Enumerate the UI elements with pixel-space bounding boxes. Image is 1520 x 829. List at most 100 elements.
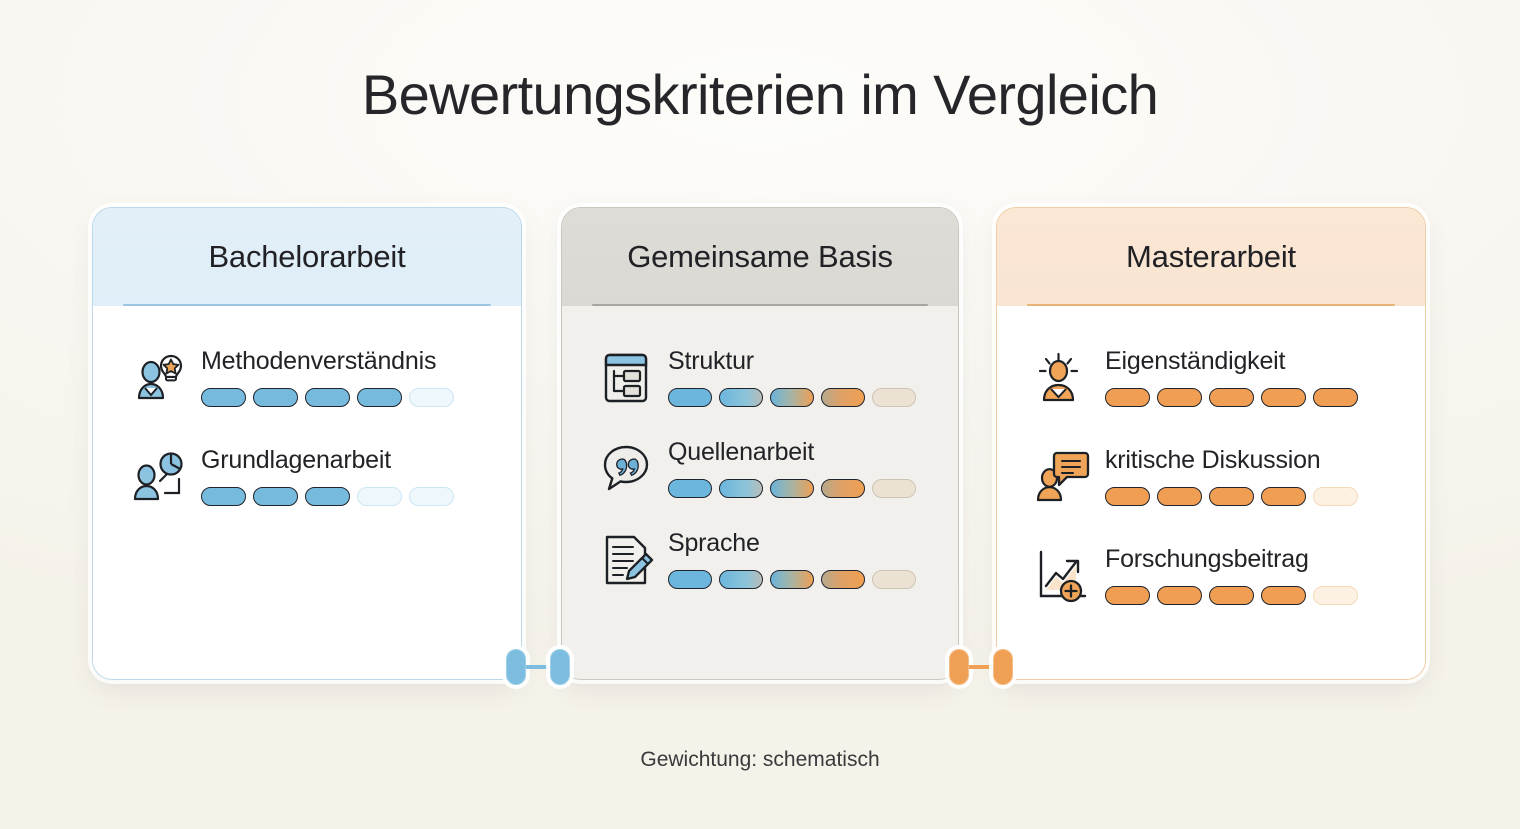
rating-pill xyxy=(821,388,865,407)
rating-pill xyxy=(770,479,814,498)
rating-pill xyxy=(357,388,402,407)
criterion-sprache[interactable]: Sprache xyxy=(562,526,958,589)
criterion-grundlagenarbeit[interactable]: Grundlagenarbeit xyxy=(93,443,521,506)
connector-node xyxy=(506,649,526,685)
rating-pill xyxy=(1209,487,1254,506)
criterion-content: Forschungsbeitrag xyxy=(1091,542,1358,605)
rating-pill-empty xyxy=(409,487,454,506)
document-layout-icon xyxy=(598,350,654,406)
connector-bar xyxy=(969,665,993,669)
footer-note: Gewichtung: schematisch xyxy=(640,748,880,771)
card-title-masterarbeit: Masterarbeit xyxy=(1126,239,1296,274)
rating-pill xyxy=(305,487,350,506)
criterion-label: Quellenarbeit xyxy=(668,438,815,466)
criterion-content: kritische Diskussion xyxy=(1091,443,1358,506)
criterion-quellenarbeit[interactable]: Quellenarbeit xyxy=(562,435,958,498)
rating-pill-empty xyxy=(872,479,916,498)
rating-pills-eigenstaendigkeit xyxy=(1105,388,1358,407)
rating-pills-quellenarbeit xyxy=(668,479,916,498)
criterion-methodenverstaendnis[interactable]: Methodenverständnis xyxy=(93,344,521,407)
rating-pill-empty xyxy=(872,388,916,407)
criterion-label: Eigenständigkeit xyxy=(1105,347,1286,375)
rating-pill-empty xyxy=(872,570,916,589)
criterion-struktur[interactable]: Struktur xyxy=(562,344,958,407)
card-title-gemeinsame-basis: Gemeinsame Basis xyxy=(627,239,893,274)
criterion-content: Grundlagenarbeit xyxy=(187,443,454,506)
card-body-gemeinsame-basis: Struktur xyxy=(562,306,958,679)
header-divider xyxy=(592,304,928,306)
rating-pills-forschungsbeitrag xyxy=(1105,586,1358,605)
rating-pill xyxy=(668,479,712,498)
connector-node xyxy=(949,649,969,685)
quote-bubble-icon xyxy=(598,441,654,497)
rating-pill-empty xyxy=(1313,586,1358,605)
criterion-eigenstaendigkeit[interactable]: Eigenständigkeit xyxy=(997,344,1425,407)
rating-pill xyxy=(719,479,763,498)
criterion-content: Quellenarbeit xyxy=(654,435,916,498)
rating-pill xyxy=(253,388,298,407)
rating-pill xyxy=(1105,586,1150,605)
criterion-label: Struktur xyxy=(668,347,754,375)
card-title-bachelorarbeit: Bachelorarbeit xyxy=(208,239,406,274)
rating-pills-grundlagenarbeit xyxy=(201,487,454,506)
rating-pills-methodenverstaendnis xyxy=(201,388,454,407)
rating-pill xyxy=(719,388,763,407)
rating-pill xyxy=(201,487,246,506)
card-body-bachelorarbeit: Methodenverständnis xyxy=(93,306,521,679)
rating-pill xyxy=(1105,487,1150,506)
rating-pill xyxy=(1313,388,1358,407)
rating-pill xyxy=(1157,487,1202,506)
document-pencil-icon xyxy=(598,532,654,588)
criterion-content: Methodenverständnis xyxy=(187,344,454,407)
rating-pill xyxy=(1261,388,1306,407)
rating-pill xyxy=(821,570,865,589)
card-header-bachelorarbeit: Bachelorarbeit xyxy=(93,208,521,306)
rating-pills-struktur xyxy=(668,388,916,407)
card-header-masterarbeit: Masterarbeit xyxy=(997,208,1425,306)
rating-pill xyxy=(821,479,865,498)
connector-node xyxy=(993,649,1013,685)
card-header-gemeinsame-basis: Gemeinsame Basis xyxy=(562,208,958,306)
comparison-board: Bachelorarbeit Methodenverständnis xyxy=(0,207,1520,685)
rating-pills-sprache xyxy=(668,570,916,589)
criterion-content: Sprache xyxy=(654,526,916,589)
left-connector xyxy=(506,647,570,687)
rating-pill xyxy=(201,388,246,407)
criterion-label: kritische Diskussion xyxy=(1105,446,1321,474)
rating-pill xyxy=(1261,586,1306,605)
page-title: Bewertungskriterien im Vergleich xyxy=(361,63,1159,126)
rating-pill-empty xyxy=(409,388,454,407)
header-divider xyxy=(1027,304,1395,306)
header-divider xyxy=(123,304,491,306)
rating-pill xyxy=(668,570,712,589)
rating-pill xyxy=(770,388,814,407)
card-gemeinsame-basis[interactable]: Gemeinsame Basis Struktur xyxy=(561,207,959,680)
person-lightbulb-star-icon xyxy=(131,350,187,406)
rating-pill xyxy=(1261,487,1306,506)
connector-bar xyxy=(526,665,550,669)
criterion-content: Eigenständigkeit xyxy=(1091,344,1358,407)
rating-pill xyxy=(1209,388,1254,407)
person-speech-bubble-icon xyxy=(1035,449,1091,505)
criterion-kritische-diskussion[interactable]: kritische Diskussion xyxy=(997,443,1425,506)
rating-pill xyxy=(719,570,763,589)
rating-pill xyxy=(253,487,298,506)
card-body-masterarbeit: Eigenständigkeit xyxy=(997,306,1425,679)
rating-pills-kritische-diskussion xyxy=(1105,487,1358,506)
criterion-label: Forschungsbeitrag xyxy=(1105,545,1309,573)
criterion-label: Sprache xyxy=(668,529,760,557)
chart-growth-plus-icon xyxy=(1035,548,1091,604)
card-masterarbeit[interactable]: Masterarbeit Eigenständigkeit xyxy=(996,207,1426,680)
criterion-label: Methodenverständnis xyxy=(201,347,437,375)
card-bachelorarbeit[interactable]: Bachelorarbeit Methodenverständnis xyxy=(92,207,522,680)
rating-pill xyxy=(770,570,814,589)
rating-pill xyxy=(668,388,712,407)
criterion-forschungsbeitrag[interactable]: Forschungsbeitrag xyxy=(997,542,1425,605)
person-pie-chart-icon xyxy=(131,449,187,505)
connector-node xyxy=(550,649,570,685)
criterion-label: Grundlagenarbeit xyxy=(201,446,391,474)
rating-pill xyxy=(1209,586,1254,605)
rating-pill-empty xyxy=(357,487,402,506)
person-idea-rays-icon xyxy=(1035,350,1091,406)
rating-pill xyxy=(305,388,350,407)
